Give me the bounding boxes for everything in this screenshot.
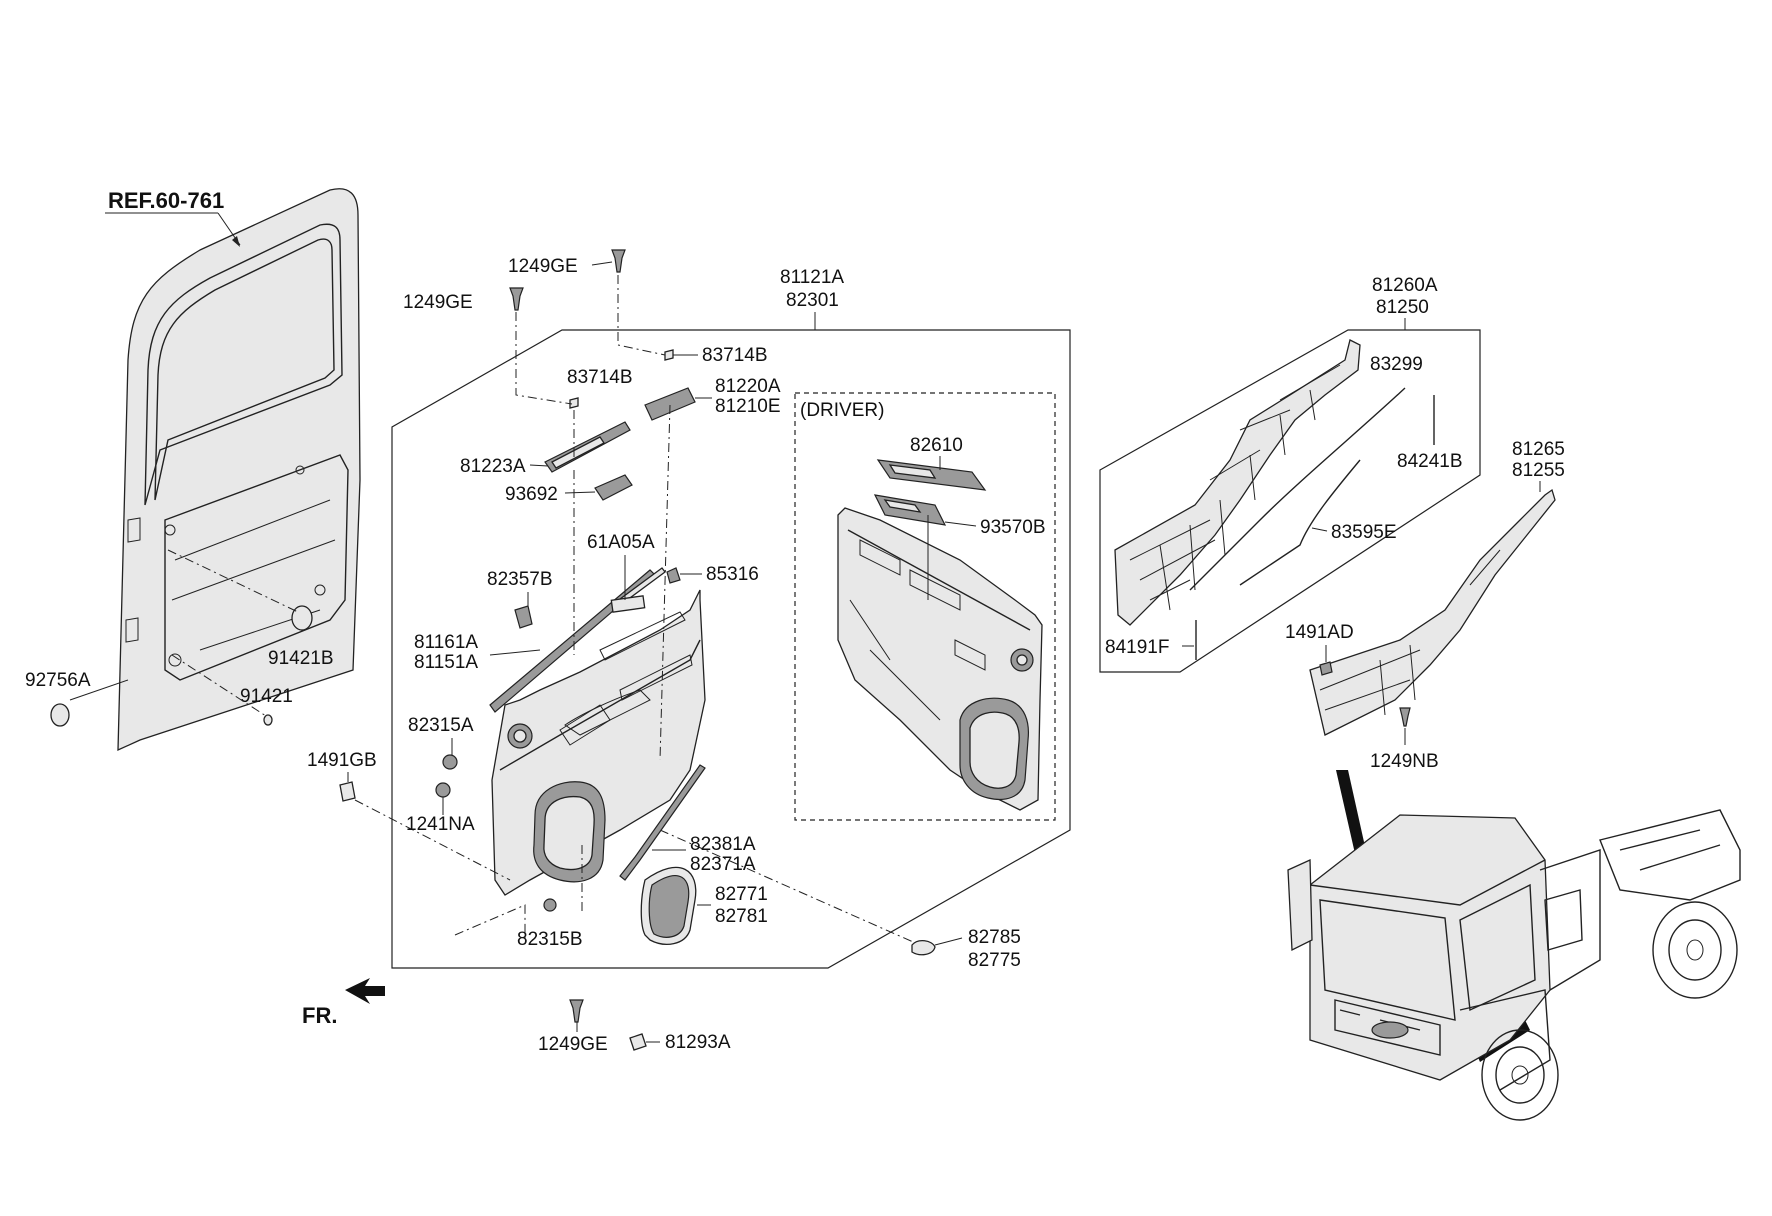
label-81265: 81265 <box>1512 439 1565 460</box>
label-1491AD: 1491AD <box>1285 622 1354 643</box>
label-81151A: 81151A <box>414 652 478 673</box>
label-82781: 82781 <box>715 906 768 927</box>
label-1249GE-b: 1249GE <box>403 292 473 313</box>
screw-1249GE-c <box>569 999 584 1023</box>
label-81260A: 81260A <box>1372 275 1438 296</box>
label-92756A: 92756A <box>25 670 91 691</box>
rear-panel-81260A <box>1114 339 1361 626</box>
truck-cab-illustration <box>1287 770 1741 1121</box>
label-82771: 82771 <box>715 884 768 905</box>
label-81255: 81255 <box>1512 460 1565 481</box>
label-82610: 82610 <box>910 435 963 456</box>
label-81223A: 81223A <box>460 456 526 477</box>
strip-83299 <box>1189 387 1406 591</box>
bolt-82315A <box>442 754 458 770</box>
clip-85316 <box>666 567 681 584</box>
clip-1491AD <box>1319 661 1333 676</box>
panel-box <box>1099 329 1481 673</box>
label-81250: 81250 <box>1376 297 1429 318</box>
driver-door-panel <box>837 507 1043 811</box>
label-84191F: 84191F <box>1105 637 1169 658</box>
label-85316: 85316 <box>706 564 759 585</box>
clip-82357B <box>514 605 533 629</box>
label-81121A: 81121A <box>780 267 844 288</box>
label-82357B: 82357B <box>487 569 553 590</box>
label-1249GE-a: 1249GE <box>508 256 578 277</box>
plug-81293A <box>629 1033 647 1051</box>
label-82315A: 82315A <box>408 715 474 736</box>
label-93570B: 93570B <box>980 517 1046 538</box>
label-91421: 91421 <box>240 686 293 707</box>
label-91421B: 91421B <box>268 648 334 669</box>
screw-1249NB <box>1399 707 1411 727</box>
label-1249GE-c: 1249GE <box>538 1034 608 1055</box>
trim-82381A <box>619 764 706 881</box>
clip-1241NA <box>435 782 451 798</box>
driver-box <box>794 392 1056 821</box>
handle-61A05A <box>610 595 646 613</box>
clip-83714B-a <box>569 397 579 409</box>
bolt-82315B <box>543 898 557 912</box>
label-1491GB: 1491GB <box>307 750 377 771</box>
switch-93692 <box>594 474 633 501</box>
front-arrow-icon <box>345 978 385 1004</box>
side-panel-81265 <box>1309 488 1556 736</box>
label-82381A: 82381A <box>690 834 756 855</box>
clip-1491GB <box>339 781 356 802</box>
label-84241B: 84241B <box>1397 451 1463 472</box>
screw-1249GE-a <box>611 249 626 273</box>
label-93692: 93692 <box>505 484 558 505</box>
label-82315B: 82315B <box>517 929 583 950</box>
label-83299: 83299 <box>1370 354 1423 375</box>
door-trim-panel <box>491 589 706 896</box>
plug-91421B <box>291 605 313 631</box>
label-83714B-b: 83714B <box>702 345 768 366</box>
front-label: FR. <box>302 1003 337 1028</box>
assembly-box <box>391 329 1071 969</box>
label-61A05A: 61A05A <box>587 532 655 553</box>
ref-label[interactable]: REF.60-761 <box>108 188 224 213</box>
plug-91421 <box>263 714 273 726</box>
driver-label: (DRIVER) <box>800 400 884 421</box>
label-81293A: 81293A <box>665 1032 731 1053</box>
label-1249NB: 1249NB <box>1370 751 1439 772</box>
label-81210E: 81210E <box>715 396 781 417</box>
label-82371A: 82371A <box>690 854 756 875</box>
label-82301: 82301 <box>786 290 839 311</box>
handle-81220A <box>644 387 696 421</box>
plug-92756A <box>50 703 70 727</box>
label-81161A: 81161A <box>414 632 478 653</box>
label-82775: 82775 <box>968 950 1021 971</box>
label-1241NA: 1241NA <box>406 814 475 835</box>
strip-83595E <box>1239 459 1361 586</box>
screw-1249GE-b <box>509 287 524 311</box>
label-83595E: 83595E <box>1331 522 1397 543</box>
label-81220A: 81220A <box>715 376 781 397</box>
clip-83714B-b <box>664 349 674 361</box>
label-83714B-a: 83714B <box>567 367 633 388</box>
label-82785: 82785 <box>968 927 1021 948</box>
cap-82785 <box>911 940 936 956</box>
